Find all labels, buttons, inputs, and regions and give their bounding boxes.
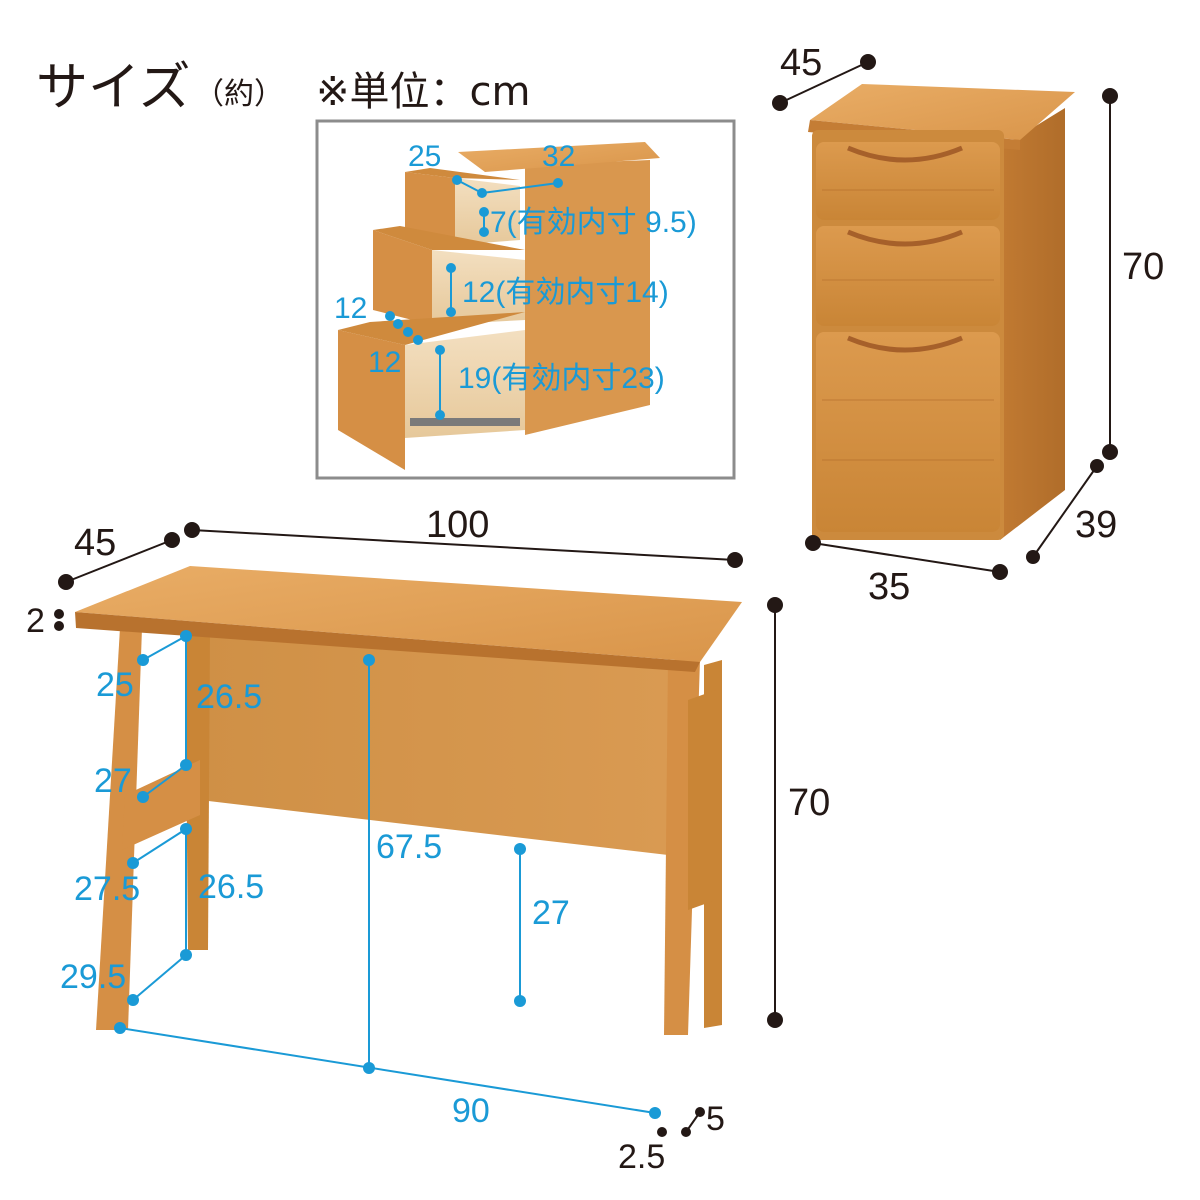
inset-top-right-label: 32 xyxy=(542,140,576,173)
desk-panel xyxy=(200,632,668,855)
blue-dimension-lines xyxy=(114,175,661,1119)
cabinet-width-label: 35 xyxy=(868,566,911,608)
side-bottom-depth-label: 29.5 xyxy=(60,958,127,996)
desk-width-label: 100 xyxy=(426,504,490,546)
side-low-depth-label: 27.5 xyxy=(74,870,141,908)
inset-drawer2-label: 12(有効内寸14) xyxy=(462,276,669,309)
cabinet-drawer-2 xyxy=(816,226,1000,326)
page-title: サイズ xyxy=(36,58,191,118)
cabinet-height-label: 70 xyxy=(1122,246,1165,288)
desk-top xyxy=(75,566,742,662)
inset-side-b-label: 12 xyxy=(368,346,402,379)
desk-leg-depth-label: 2.5 xyxy=(618,1138,666,1176)
inset-top-left-label: 25 xyxy=(408,140,442,173)
desk-leg-width-label: 5 xyxy=(706,1100,725,1138)
side-low-height-label: 26.5 xyxy=(198,868,265,906)
side-upper-height-label: 26.5 xyxy=(196,678,263,716)
cabinet-drawer-1 xyxy=(816,142,1000,220)
cabinet-illustration xyxy=(808,84,1075,540)
inset-drawer1-label: 7(有効内寸 9.5) xyxy=(490,206,697,239)
cabinet-top xyxy=(810,84,1075,140)
desk-height-label: 70 xyxy=(788,782,831,824)
black-dimension-lines xyxy=(54,54,1118,1137)
side-upper-depth-label: 25 xyxy=(96,666,134,704)
inset-side-a-label: 12 xyxy=(334,292,368,325)
title-note: （約） xyxy=(194,77,284,112)
cabinet-drawer-3 xyxy=(816,332,1000,532)
cabinet-side xyxy=(1000,108,1065,540)
desk-illustration xyxy=(75,566,742,1035)
unit-note: ※単位：cm xyxy=(316,69,531,115)
desk-top-thickness-label: 2 xyxy=(26,602,45,640)
knee-height-label: 67.5 xyxy=(376,828,443,866)
side-mid-depth-label: 27 xyxy=(94,762,132,800)
inset-drawer3-label: 19(有効内寸23) xyxy=(458,362,665,395)
cabinet-depth-label: 45 xyxy=(780,42,823,84)
panel-to-floor-label: 27 xyxy=(532,894,570,932)
cabinet-base-depth-label: 39 xyxy=(1075,504,1118,546)
inner-width-label: 90 xyxy=(452,1092,490,1130)
desk-depth-label: 45 xyxy=(74,522,117,564)
